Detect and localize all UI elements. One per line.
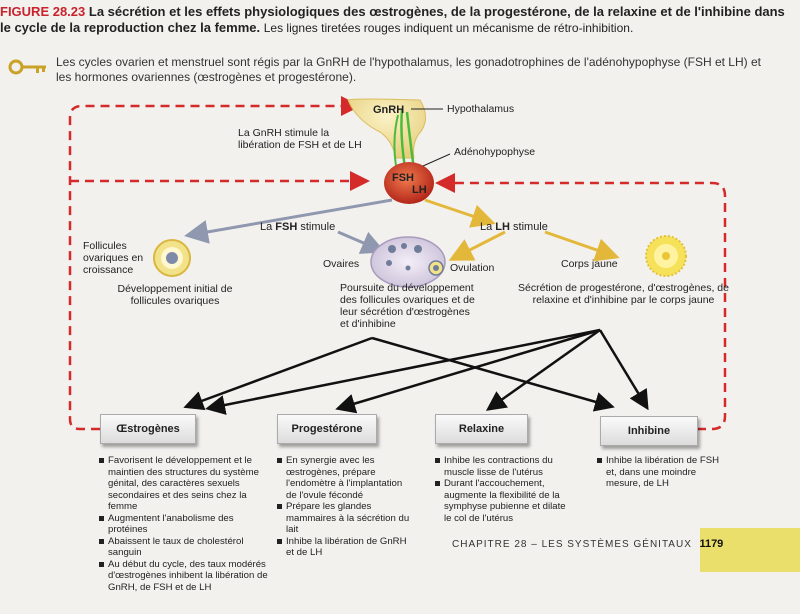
figure-caption-note: Les lignes tiretées rouges indiquent un … [263, 21, 634, 35]
green-neuron-3 [393, 114, 399, 167]
inhibine-box: Inhibine [600, 416, 698, 446]
fsh-gland-label: FSH [392, 172, 414, 184]
arrow-cj-to-progesterone [335, 328, 601, 414]
page-tab-decoration [700, 528, 800, 572]
fsh-stim-label: La FSH stimule [260, 221, 335, 233]
lh-to-ovary-arrow [448, 230, 506, 261]
fsh-stim-pre: La [260, 221, 276, 233]
hypothalamus-label: Hypothalamus [447, 103, 515, 115]
list-item: Favorisent le développement et le mainti… [99, 455, 268, 513]
progesterone-effects: En synergie avec les œstrogènes, prépare… [276, 455, 412, 559]
lh-arrow [424, 198, 496, 228]
list-item: Inhibe la libération de GnRH et de LH [277, 536, 412, 559]
feedback-right [435, 173, 727, 431]
page-number: 1179 [699, 538, 724, 550]
arrow-ovaries-to-oestrogenes [183, 336, 373, 411]
page-footer: CHAPITRE 28 – LES SYSTÈMES GÉNITAUX 1179 [452, 538, 723, 550]
adenohypophyse-icon [384, 162, 434, 204]
corpus-luteum-icon [645, 235, 687, 277]
relaxine-box: Relaxine [435, 414, 528, 444]
fsh-arrow [184, 198, 393, 244]
fsh-stim-bold: FSH [275, 221, 298, 233]
list-item: En synergie avec les œstrogènes, prépare… [277, 455, 412, 501]
lh-stim-post: stimule [509, 221, 548, 233]
list-item: Prépare les glandes mammaires à la sécré… [277, 501, 412, 536]
oestrogenes-box: Œstrogènes [100, 414, 196, 444]
list-item: Inhibe les contractions du muscle lisse … [435, 455, 574, 478]
ovaires-label: Ovaires [323, 258, 360, 270]
arrow-ovaries-to-inhibine [371, 336, 615, 412]
gnrh-label: GnRH [373, 104, 405, 116]
lh-stim-pre: La [480, 221, 496, 233]
fsh-stim-post: stimule [297, 221, 336, 233]
arrow-cj-to-oestrogenes [205, 328, 601, 415]
feedback-left-outer [68, 96, 361, 431]
list-item: Durant l'accouchement, augmente la flexi… [435, 478, 574, 524]
adenohypophyse-label: Adénohypophyse [454, 146, 536, 158]
lh-stim-label: La LH stimule [480, 221, 548, 233]
fsh-to-ovary-arrow [337, 230, 386, 254]
poursuite-label: Poursuite du développement des follicule… [340, 282, 475, 330]
figure-number: FIGURE 28.23 [0, 4, 86, 19]
corps-jaune-label: Corps jaune [561, 258, 618, 270]
oestrogenes-effects: Favorisent le développement et le mainti… [98, 455, 268, 593]
secretion-cj-label: Sécrétion de progestérone, d'œstrogènes,… [518, 282, 729, 306]
figure-title: La sécrétion et les effets physiologique… [0, 4, 785, 35]
figure-caption: FIGURE 28.23 La sécrétion et les effets … [0, 4, 796, 36]
ovary-icon [370, 236, 446, 288]
dev-initial-label: Développement initial de follicules ovar… [117, 283, 233, 307]
lh-to-corpus-arrow [544, 230, 620, 262]
progesterone-box: Progestérone [277, 414, 377, 444]
gnrh-stim-label: La GnRH stimule la libération de FSH et … [238, 127, 362, 151]
list-item: Augmentent l'anabolisme des protéines [99, 513, 268, 536]
key-note: Les cycles ovarien et menstruel sont rég… [56, 55, 761, 84]
list-item: Au début du cycle, des taux modérés d'œs… [99, 558, 268, 593]
chapter-label: CHAPITRE 28 – LES SYSTÈMES GÉNITAUX [452, 539, 692, 550]
relaxine-effects: Inhibe les contractions du muscle lisse … [434, 455, 574, 524]
list-item: Abaissent le taux de cholestérol sanguin [99, 536, 268, 559]
ovulation-label: Ovulation [450, 262, 495, 274]
key-icon [8, 59, 46, 75]
inhibine-effects: Inhibe la libération de FSH et, dans une… [596, 455, 726, 490]
list-item: Inhibe la libération de FSH et, dans une… [597, 455, 726, 490]
lh-stim-bold: LH [495, 221, 510, 233]
lh-gland-label: LH [412, 184, 427, 196]
follicle-icon [153, 239, 191, 277]
adenohypophyse-leader [422, 153, 451, 167]
follicules-label: Follicules ovariques en croissance [83, 240, 144, 276]
arrow-cj-to-relaxine [485, 328, 601, 411]
arrow-cj-to-inhibine [598, 329, 649, 411]
